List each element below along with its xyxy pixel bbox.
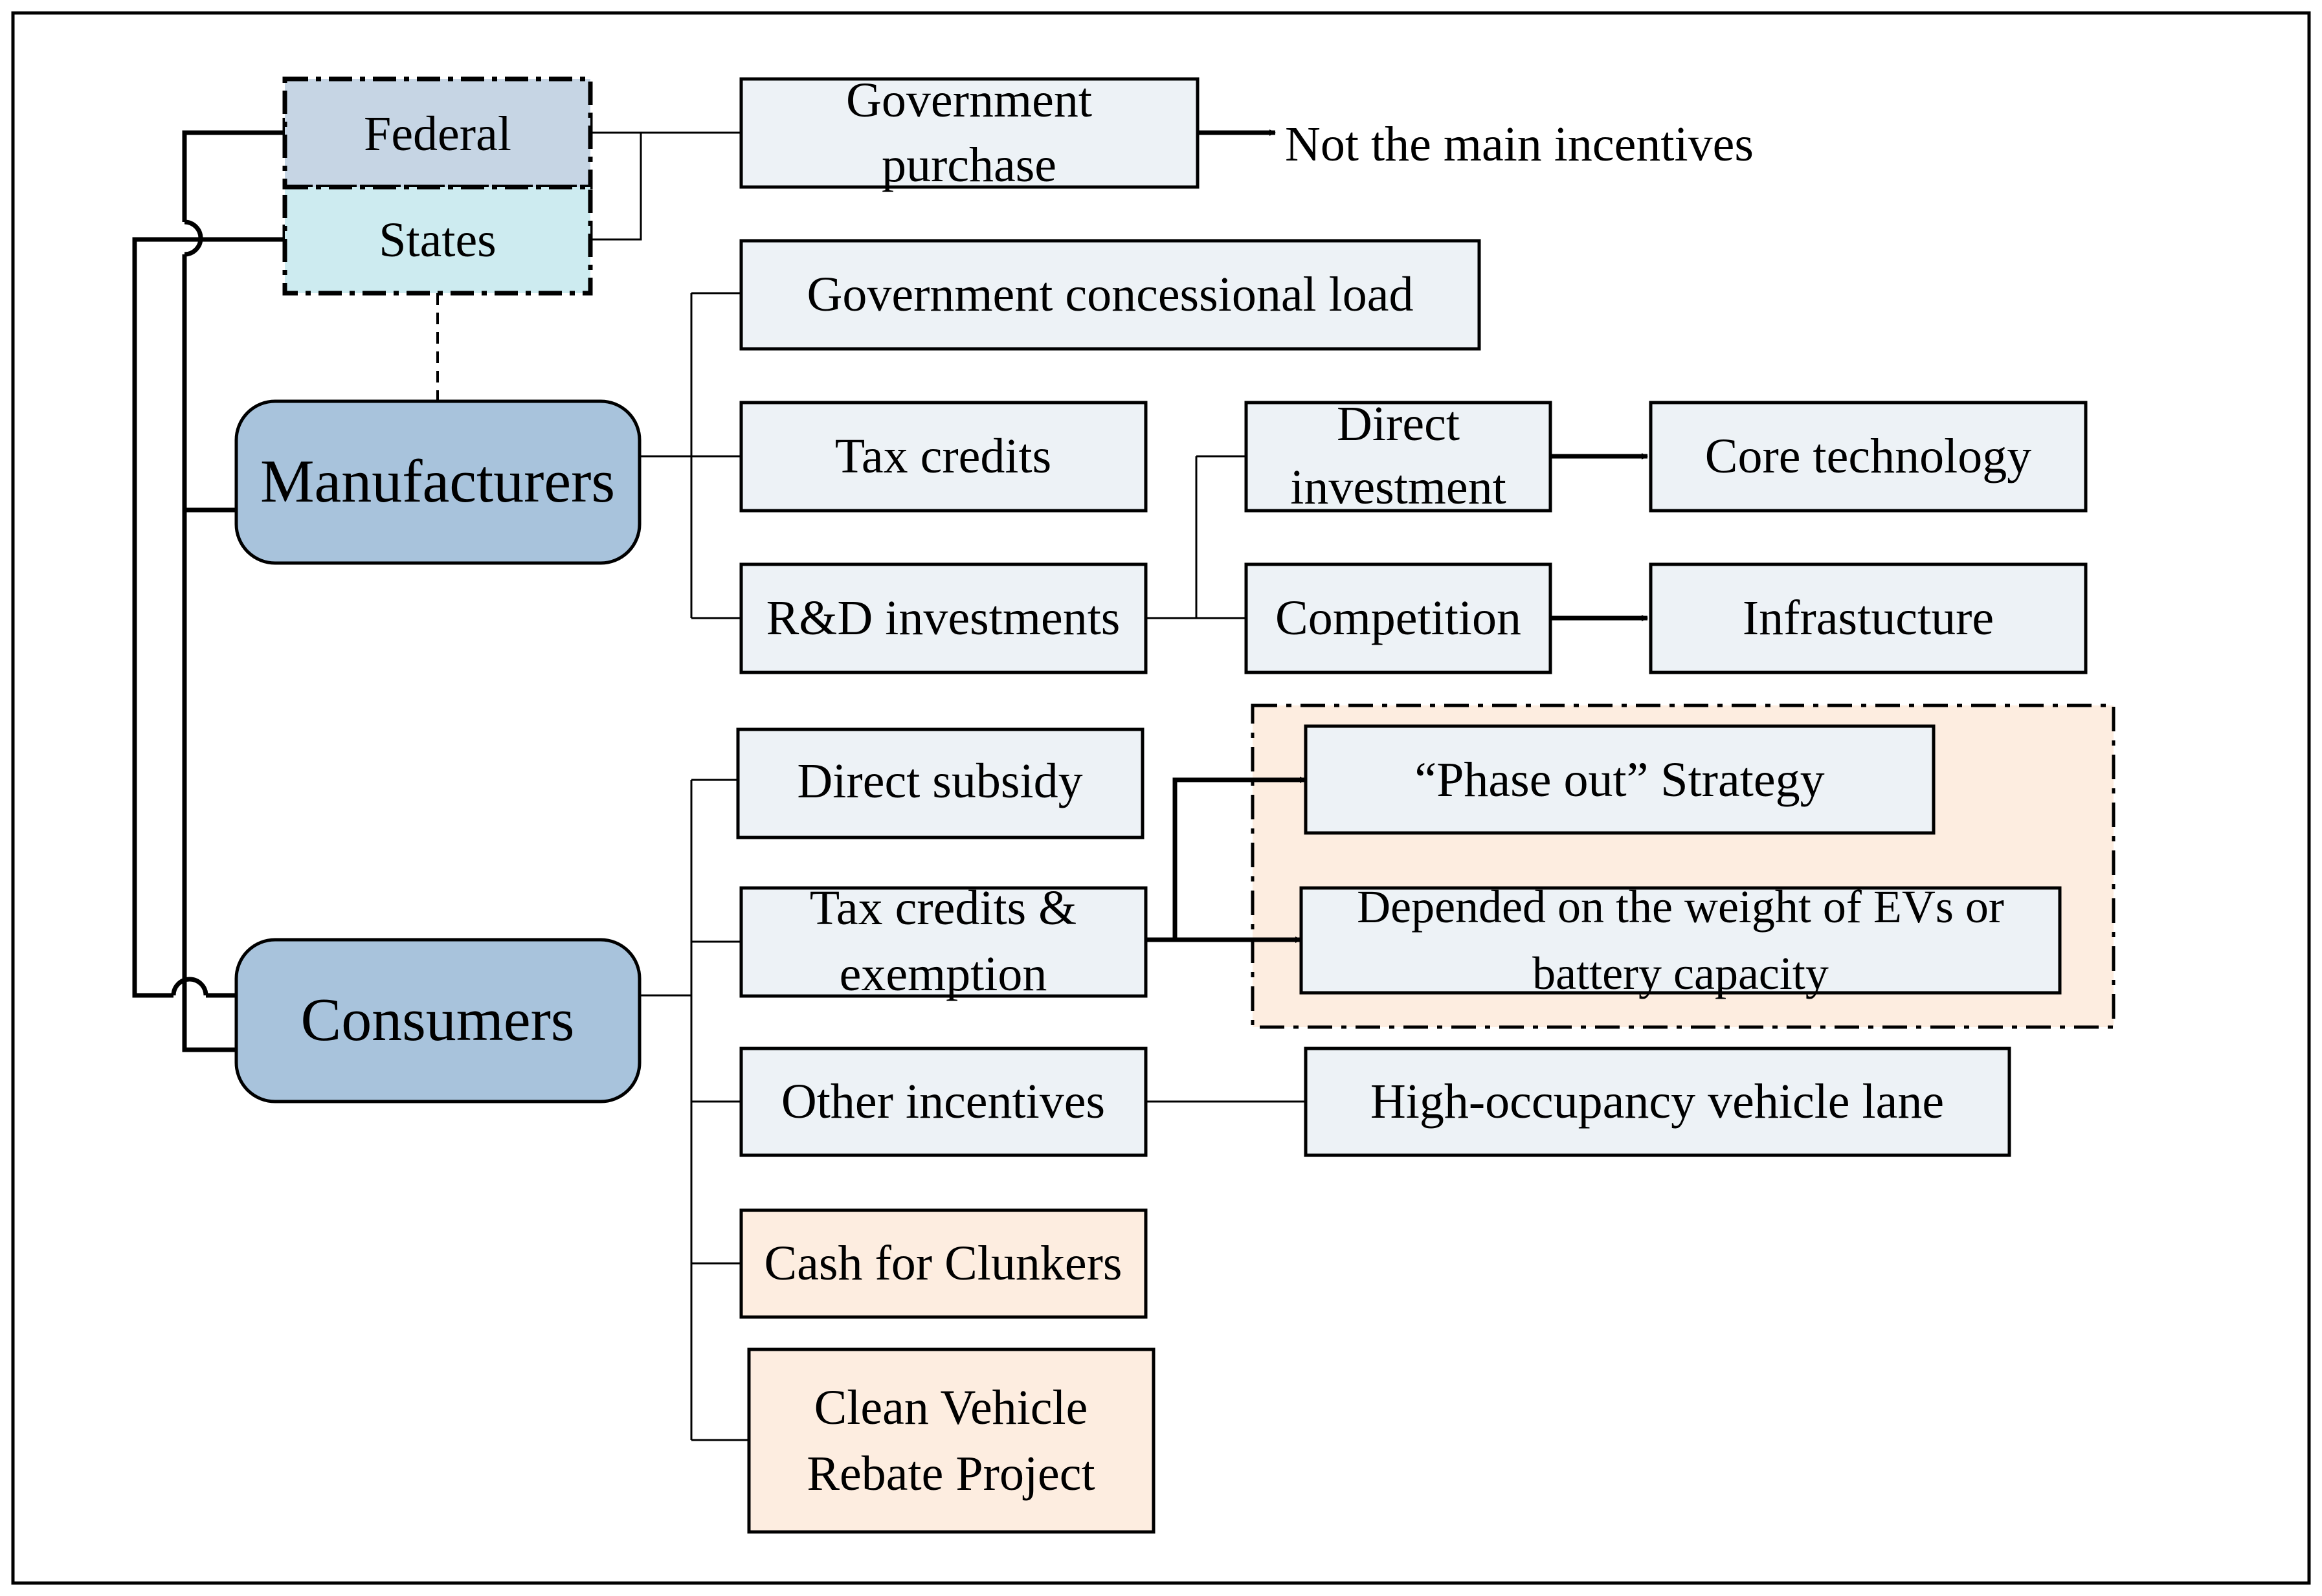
government-purchase-rect [739,77,1200,189]
manufacturers-label: Manufacturers [260,448,615,515]
direct-subsidy-box: Direct subsidy [736,727,1144,839]
concessional-load-rect [739,239,1481,351]
consumers-label: Consumers [301,986,575,1054]
infrastucture-box: Infrastucture [1649,562,2088,674]
clean-vehicle-rect [747,1347,1155,1534]
government-purchase-box: Government purchase [739,73,1200,192]
tax-credits-label: Tax credits [835,429,1051,483]
concessional-load-label: Government concessional load [807,267,1413,322]
cash-for-clunkers-rect [739,1208,1148,1319]
other-incentives-box: Other incentives [739,1047,1148,1157]
hov-lane-rect [1304,1047,2011,1157]
competition-box: Competition [1244,562,1552,674]
government-purchase-line-2: purchase [882,138,1056,192]
states-rect [282,184,593,296]
government-purchase-line-1: Government [846,73,1092,127]
clean-vehicle-line-2: Rebate Project [807,1446,1095,1501]
core-technology-box: Core technology [1649,401,2088,513]
other-incentives-label: Other incentives [781,1074,1105,1129]
direct-investment-rect [1244,401,1552,513]
depended-weight-box: Depended on the weight of EVs or battery… [1299,881,2062,999]
tax-credits-rect [739,401,1148,513]
tax-exemption-split [1146,777,1204,942]
tax-credits-box: Tax credits [739,401,1148,513]
outer-frame [11,11,2311,1585]
tax-credits-exemption-line-1: Tax credits & [810,881,1077,935]
depended-weight-line-1: Depended on the weight of EVs or [1357,881,2004,933]
hov-lane-label: High-occupancy vehicle lane [1370,1074,1944,1129]
tax-credits-exemption-box: Tax credits & exemption [739,881,1148,1001]
states-label: States [379,213,497,267]
consumers-rect [234,938,642,1103]
phase-out-rect [1304,724,1936,835]
rd-investments-label: R&D investments [766,591,1121,645]
rd-branch-connector [1146,455,1246,619]
federal-label: Federal [364,107,511,161]
other-incentives-rect [739,1047,1148,1157]
infrastucture-label: Infrastucture [1743,591,1994,645]
direct-investment-line-2: investment [1290,460,1506,515]
depended-weight-rect [1299,886,2062,995]
competition-label: Competition [1275,591,1521,645]
federal-box: Federal [282,76,593,190]
competition-rect [1244,562,1552,674]
states-box: States [282,184,593,296]
manufacturers-box: Manufacturers [234,399,642,565]
tax-credits-exemption-rect [739,886,1148,998]
consumers-tree [640,779,749,1441]
manufacturers-tree [640,292,741,619]
cash-for-clunkers-box: Cash for Clunkers [739,1208,1148,1319]
direct-subsidy-label: Direct subsidy [797,754,1082,808]
phase-out-label: “Phase out” Strategy [1414,753,1824,807]
core-technology-rect [1649,401,2088,513]
core-technology-label: Core technology [1705,429,2031,483]
direct-subsidy-rect [736,727,1144,839]
depended-weight-line-2: battery capacity [1532,948,1829,999]
clean-vehicle-box: Clean Vehicle Rebate Project [747,1347,1155,1534]
govt-purchase-connector [590,131,741,241]
federal-rect [282,76,593,190]
direct-investment-box: Direct investment [1244,397,1552,515]
tax-credits-exemption-line-2: exemption [840,947,1047,1001]
concessional-load-box: Government concessional load [739,239,1481,351]
phase-out-box: “Phase out” Strategy [1304,724,1936,835]
rd-investments-rect [739,562,1148,674]
infrastucture-rect [1649,562,2088,674]
rd-investments-box: R&D investments [739,562,1148,674]
hov-lane-box: High-occupancy vehicle lane [1304,1047,2011,1157]
clean-vehicle-line-1: Clean Vehicle [814,1380,1088,1435]
direct-investment-line-1: Direct [1337,397,1460,451]
consumers-box: Consumers [234,938,642,1103]
cash-for-clunkers-label: Cash for Clunkers [764,1236,1122,1291]
not-main-incentives-text: Not the main incentives [1285,117,1754,172]
manufacturers-rect [234,399,642,565]
